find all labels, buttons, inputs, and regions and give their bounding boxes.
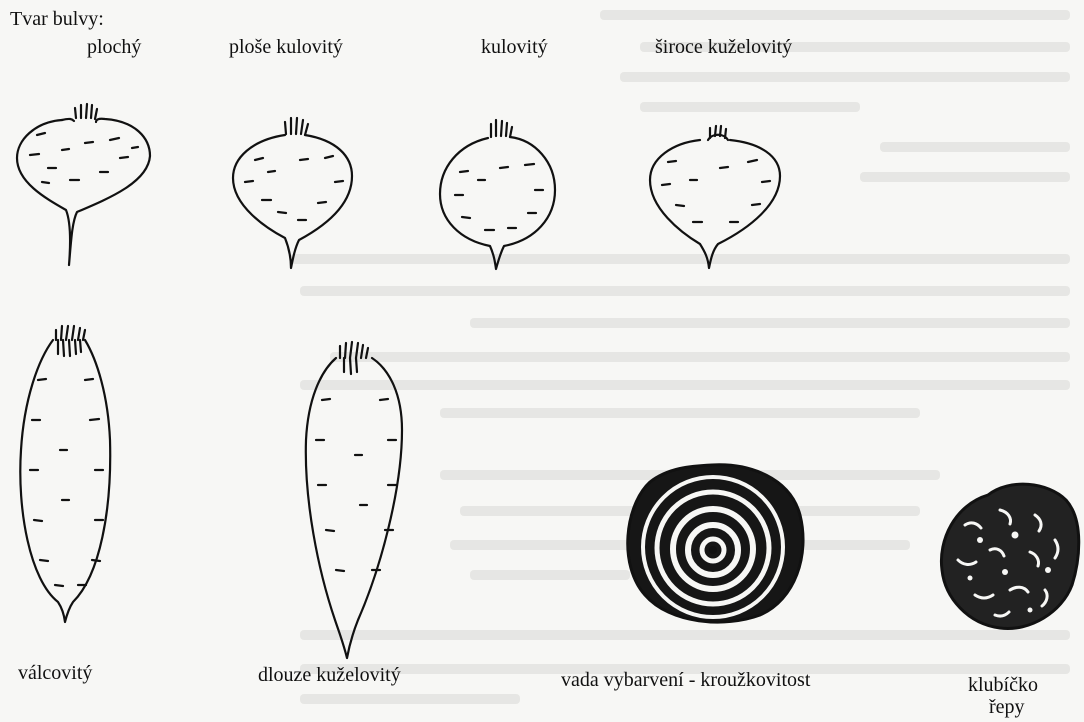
beet-ring-defect-figure (628, 465, 803, 622)
beet-cylindrical-figure (20, 326, 110, 622)
beet-flat-round-figure (233, 118, 352, 268)
beet-round-figure (440, 120, 555, 269)
beet-flat-figure (17, 104, 150, 265)
beet-long-conical-figure (306, 342, 402, 658)
seed-ball-figure (941, 484, 1078, 628)
beet-broad-conical-figure (650, 126, 780, 268)
